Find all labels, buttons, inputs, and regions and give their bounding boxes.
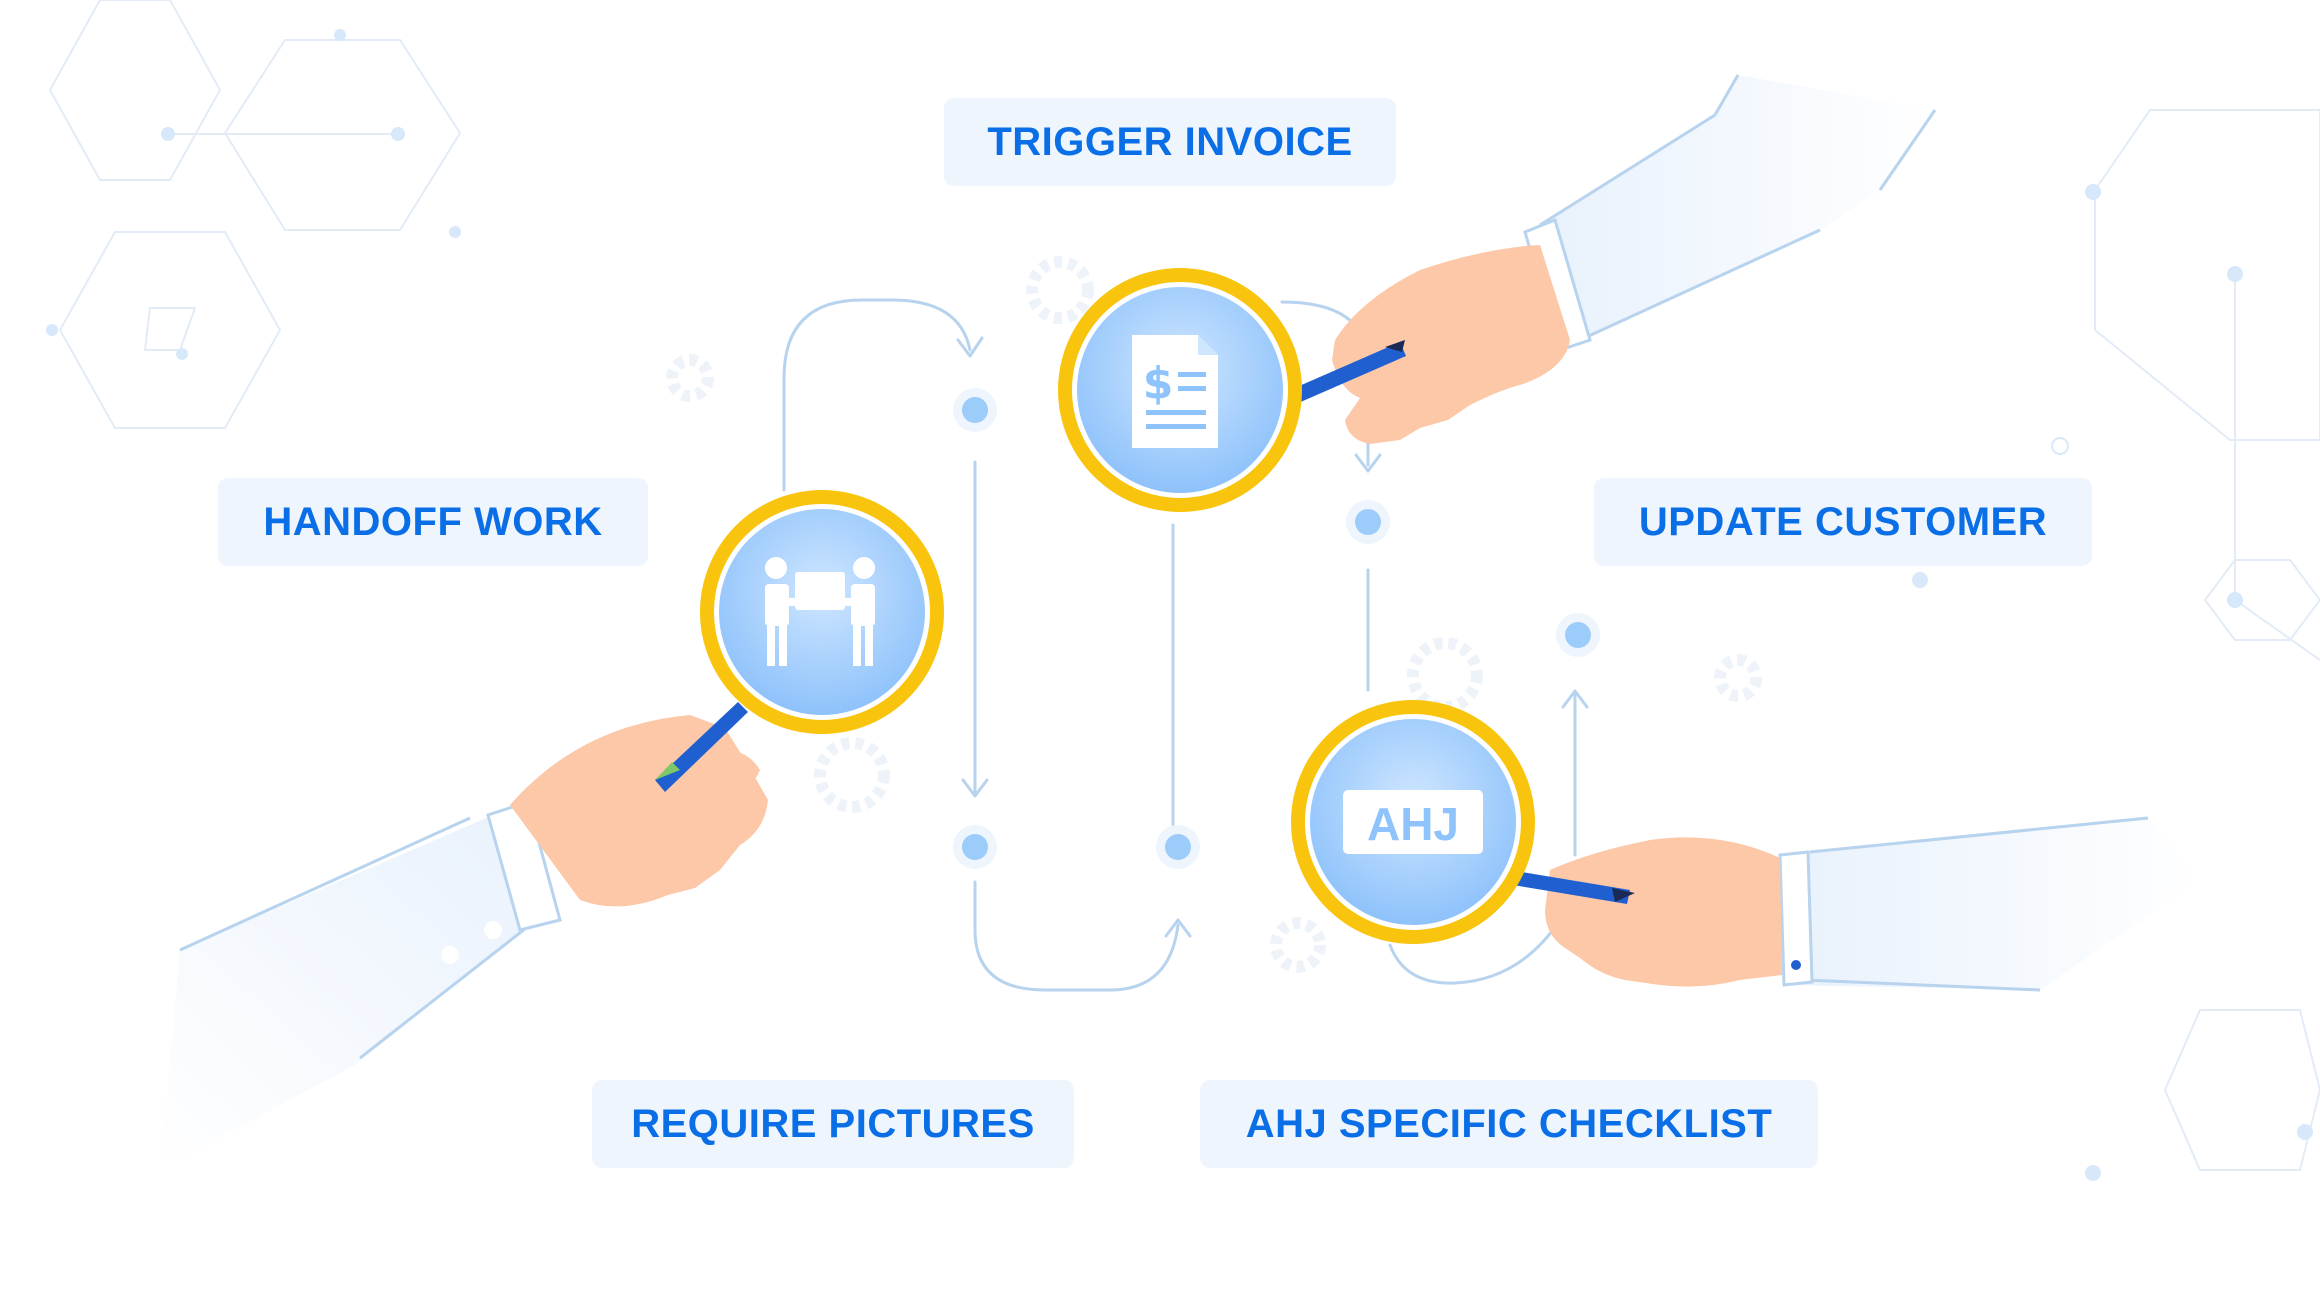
bg-node-dot [2227, 592, 2243, 608]
top-hand-magnifier: $ [1058, 74, 1937, 512]
flow-lines [782, 298, 1589, 992]
bg-node-dot [2227, 266, 2243, 282]
gear-icon [1026, 256, 1094, 324]
bg-node-dot [1912, 572, 1928, 588]
hexagon-shape [143, 307, 197, 351]
left-hand-magnifier [160, 490, 944, 1170]
flow-path [782, 298, 972, 492]
bg-node-dot [2297, 1124, 2313, 1140]
flow-node [1556, 613, 1600, 657]
flow-node [953, 825, 997, 869]
invoice-document-icon: $ [1132, 335, 1218, 448]
hexagon-shape [2163, 1009, 2320, 1171]
flow-node [1346, 500, 1390, 544]
hexagon-shape [48, 0, 222, 181]
flow-path [973, 880, 1180, 992]
ahj-badge-text: AHJ [1367, 798, 1459, 850]
magnifier-handle [1507, 870, 1630, 904]
right-hand-magnifier: AHJ [1291, 700, 2200, 992]
bg-node-dot [449, 226, 461, 238]
left-hand [510, 715, 768, 907]
top-hand [1332, 245, 1570, 444]
arrow-head [1561, 689, 1589, 709]
right-sleeve [1785, 818, 2200, 990]
label-update-customer: UPDATE CUSTOMER [1594, 478, 2092, 566]
arrow-head [956, 336, 984, 358]
flow-node [1156, 825, 1200, 869]
arrow-head [961, 778, 989, 798]
flow-nodes [953, 388, 1600, 869]
gear-icon [814, 737, 890, 813]
bg-node-dot [391, 127, 405, 141]
label-require-pictures: REQUIRE PICTURES [592, 1080, 1074, 1168]
bg-node-dot [176, 348, 188, 360]
gear-icon [1407, 637, 1483, 713]
bg-node-dot [334, 29, 346, 41]
right-cuff [1778, 850, 1814, 987]
hexagon-shape [58, 231, 282, 429]
left-sleeve [160, 812, 555, 1170]
bg-node-dot [161, 127, 175, 141]
hexagon-shape [2094, 109, 2320, 441]
arrow-head [1354, 453, 1382, 473]
ahj-badge-icon: AHJ [1343, 790, 1483, 854]
magnifier-handle [1290, 342, 1406, 404]
right-hand [1545, 837, 1782, 987]
flow-path [1388, 918, 1562, 985]
hexagon-shape [2203, 559, 2320, 641]
label-trigger-invoice: TRIGGER INVOICE [944, 98, 1396, 186]
background-nodes [46, 29, 2313, 1181]
top-sleeve [1540, 75, 1935, 340]
gear-icon [1714, 654, 1762, 702]
background-gears [666, 256, 1762, 973]
label-handoff-work: HANDOFF WORK [218, 478, 648, 566]
gear-icon [666, 354, 714, 402]
flow-node [953, 388, 997, 432]
bg-ring-dot [2051, 437, 2069, 455]
svg-text:$: $ [1143, 358, 1174, 409]
arrow-head [1164, 918, 1192, 938]
people-handoff-icon [765, 557, 875, 666]
bg-node-dot [2085, 184, 2101, 200]
gear-icon [1270, 917, 1326, 973]
bg-node-dot [2085, 1165, 2101, 1181]
magnifier-glass [719, 509, 925, 715]
bg-node-dot [46, 324, 58, 336]
label-ahj-specific-checklist: AHJ SPECIFIC CHECKLIST [1200, 1080, 1818, 1168]
